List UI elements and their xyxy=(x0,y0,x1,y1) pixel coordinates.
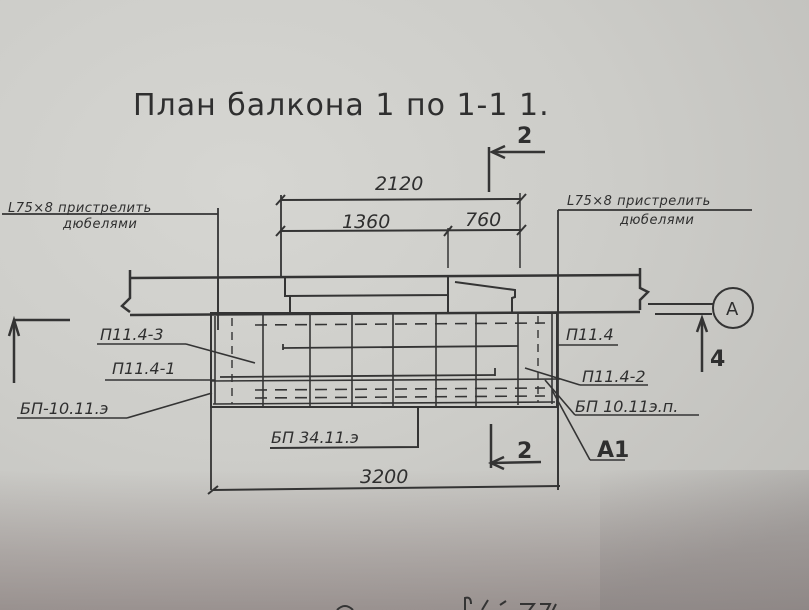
section-cut-bottom: 2 xyxy=(488,424,542,471)
note-left-angle: L75×8 пристрелить дюбелями xyxy=(2,201,219,330)
mark-right-middle: П11.4-2 xyxy=(582,367,646,386)
drawing-title: План балкона 1 по 1-1 1. xyxy=(133,88,550,123)
note-right-angle: L75×8 пристрелить дюбелями xyxy=(557,194,752,490)
section-cut-side-right-label: 4 xyxy=(710,347,725,372)
dimension-2120-label: 2120 xyxy=(375,173,423,195)
dimension-1360-label: 1360 xyxy=(342,211,390,233)
dimension-3200-label: 3200 xyxy=(360,466,408,488)
section-cut-side-left xyxy=(7,315,70,383)
paper-shadow xyxy=(0,470,809,610)
axis-a-label: А xyxy=(726,299,739,320)
mark-left-upper: П11.4-3 xyxy=(100,325,164,344)
dimension-3200: 3200 xyxy=(207,466,561,495)
leaders-right: П11.4 П11.4-2 БП 10.11э.п. А1 xyxy=(524,325,699,463)
dimension-760-label: 760 xyxy=(465,209,501,231)
mark-bottom-slab: БП 34.11.э xyxy=(271,428,359,447)
paper-fold xyxy=(600,470,809,610)
mark-right-node: А1 xyxy=(597,438,629,463)
mark-left-middle: П11.4-1 xyxy=(112,359,176,378)
dimension-chain-1360-760: 1360 760 xyxy=(275,209,527,237)
note-left-line2: дюбелями xyxy=(62,217,137,232)
section-cut-side-right: 4 xyxy=(695,314,725,372)
note-right-line2: дюбелями xyxy=(619,213,694,228)
section-cut-top-label: 2 xyxy=(517,124,532,149)
section-cut-top: 2 xyxy=(487,124,545,192)
axis-a: А xyxy=(648,287,754,329)
cropped-text-bottom xyxy=(336,596,557,610)
mark-right-upper: П11.4 xyxy=(566,325,614,344)
wall-slab-band xyxy=(120,268,651,317)
bottom-outline: БП 34.11.э xyxy=(269,405,559,490)
mark-right-lower: БП 10.11э.п. xyxy=(575,397,678,416)
balcony-slab xyxy=(209,312,561,490)
note-left-line1: L75×8 пристрелить xyxy=(8,201,152,216)
leaders-left: П11.4-3 П11.4-1 БП-10.11.э xyxy=(17,325,256,419)
note-right-line1: L75×8 пристрелить xyxy=(567,194,711,209)
section-cut-bottom-label: 2 xyxy=(517,439,532,464)
mark-left-lower: БП-10.11.э xyxy=(20,399,108,418)
